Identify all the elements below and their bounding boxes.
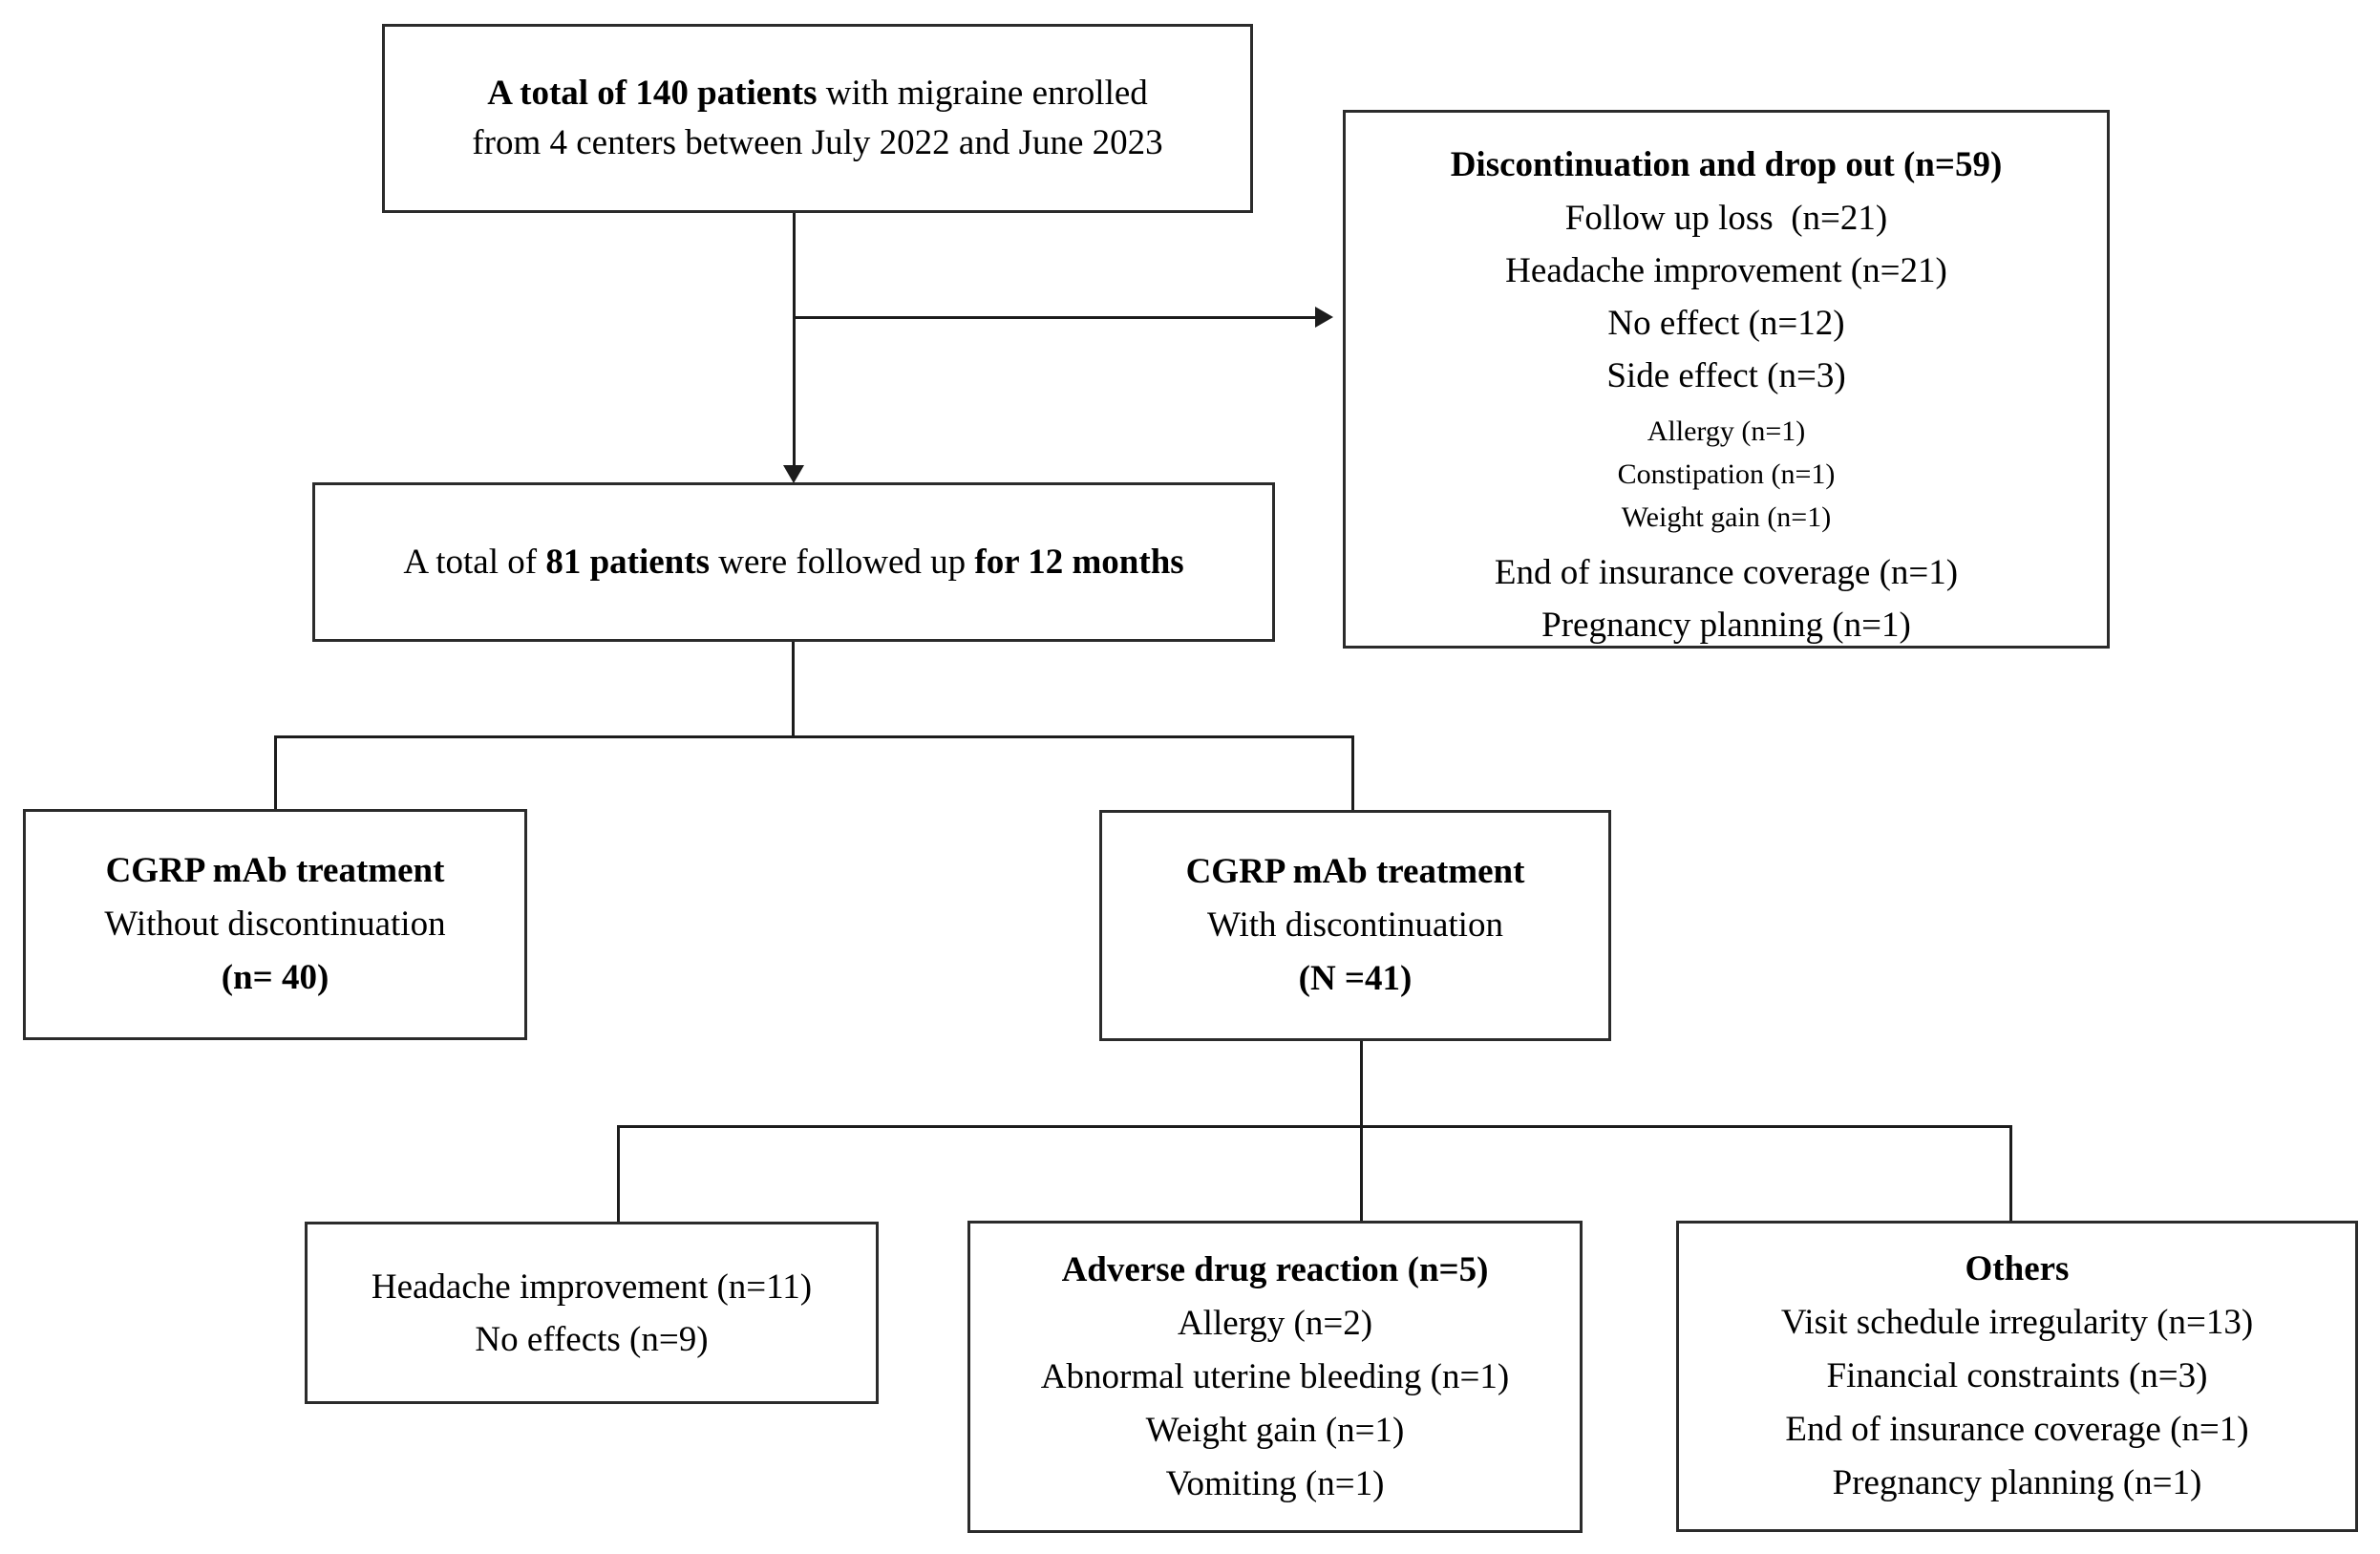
- others-item: Pregnancy planning (n=1): [1832, 1463, 2202, 1502]
- enrollment-line1: A total of 140 patients with migraine en…: [487, 69, 1148, 118]
- followup-part1: A total of: [403, 543, 546, 582]
- with-discontinuation-title: CGRP mAb treatment: [1185, 852, 1525, 891]
- followup-line: A total of 81 patients were followed up …: [403, 536, 1183, 588]
- discontinuation-item: End of insurance coverage (n=1): [1494, 553, 1959, 592]
- adverse-reaction-item: Allergy (n=2): [1177, 1303, 1373, 1343]
- without-discontinuation-subtitle: Without discontinuation: [104, 905, 446, 944]
- others-item: Financial constraints (n=3): [1826, 1356, 2208, 1395]
- connector-drop-right-cgrp: [1351, 735, 1354, 812]
- connector-with-discontinuation-down: [1360, 1041, 1363, 1223]
- enrollment-line2: from 4 centers between July 2022 and Jun…: [472, 123, 1163, 162]
- discontinuation-title: Discontinuation and drop out (n=59): [1450, 145, 2003, 184]
- connector-drop-left-cgrp: [274, 735, 277, 811]
- box-adverse-reaction: Adverse drug reaction (n=5) Allergy (n=2…: [967, 1221, 1583, 1533]
- adverse-reaction-title: Adverse drug reaction (n=5): [1061, 1249, 1489, 1289]
- connector-to-discontinuation: [794, 316, 1315, 319]
- others-title: Others: [1965, 1249, 2070, 1288]
- box-discontinuation: Discontinuation and drop out (n=59) Foll…: [1343, 110, 2110, 649]
- enrollment-line1-bold: A total of 140 patients: [487, 74, 818, 113]
- side-effect-detail: Weight gain (n=1): [1621, 501, 1832, 533]
- with-discontinuation-subtitle: With discontinuation: [1207, 905, 1503, 945]
- followup-bold2: for 12 months: [974, 543, 1184, 582]
- others-item: End of insurance coverage (n=1): [1785, 1410, 2249, 1449]
- discontinuation-item: No effect (n=12): [1607, 304, 1845, 343]
- discontinuation-item: Headache improvement (n=21): [1505, 251, 1947, 290]
- adverse-reaction-item: Vomiting (n=1): [1165, 1463, 1385, 1503]
- connector-followup-down: [792, 642, 795, 737]
- without-discontinuation-title: CGRP mAb treatment: [105, 851, 445, 890]
- connector-drop-improvement: [617, 1125, 620, 1224]
- box-with-discontinuation: CGRP mAb treatment With discontinuation …: [1099, 810, 1611, 1041]
- without-discontinuation-count: (n= 40): [221, 958, 329, 997]
- with-discontinuation-count: (N =41): [1298, 959, 1413, 998]
- enrollment-line1-regular: with migraine enrolled: [817, 74, 1148, 113]
- discontinuation-item: Side effect (n=3): [1606, 356, 1846, 395]
- box-followup: A total of 81 patients were followed up …: [312, 482, 1275, 642]
- adverse-reaction-item: Weight gain (n=1): [1145, 1410, 1405, 1450]
- box-improvement-outcome: Headache improvement (n=11) No effects (…: [305, 1222, 879, 1404]
- adverse-reaction-item: Abnormal uterine bleeding (n=1): [1040, 1356, 1510, 1396]
- others-item: Visit schedule irregularity (n=13): [1780, 1303, 2254, 1342]
- discontinuation-item: Pregnancy planning (n=1): [1541, 606, 1911, 645]
- connector-split-upper: [274, 735, 1354, 738]
- box-enrollment: A total of 140 patients with migraine en…: [382, 24, 1253, 213]
- connector-drop-others: [2009, 1125, 2012, 1223]
- followup-bold1: 81 patients: [545, 543, 710, 582]
- side-effect-detail: Allergy (n=1): [1647, 415, 1806, 447]
- discontinuation-item: Follow up loss (n=21): [1564, 199, 1888, 238]
- arrowhead-down: [783, 465, 804, 483]
- connector-split-lower: [617, 1125, 2012, 1128]
- connector-enrollment-down: [793, 213, 796, 467]
- box-others: Others Visit schedule irregularity (n=13…: [1676, 1221, 2358, 1532]
- followup-part2: were followed up: [709, 543, 975, 582]
- side-effect-detail: Constipation (n=1): [1617, 458, 1836, 490]
- box-without-discontinuation: CGRP mAb treatment Without discontinuati…: [23, 809, 527, 1040]
- improvement-item: Headache improvement (n=11): [371, 1267, 813, 1307]
- improvement-item: No effects (n=9): [475, 1319, 709, 1359]
- arrowhead-right: [1315, 307, 1333, 328]
